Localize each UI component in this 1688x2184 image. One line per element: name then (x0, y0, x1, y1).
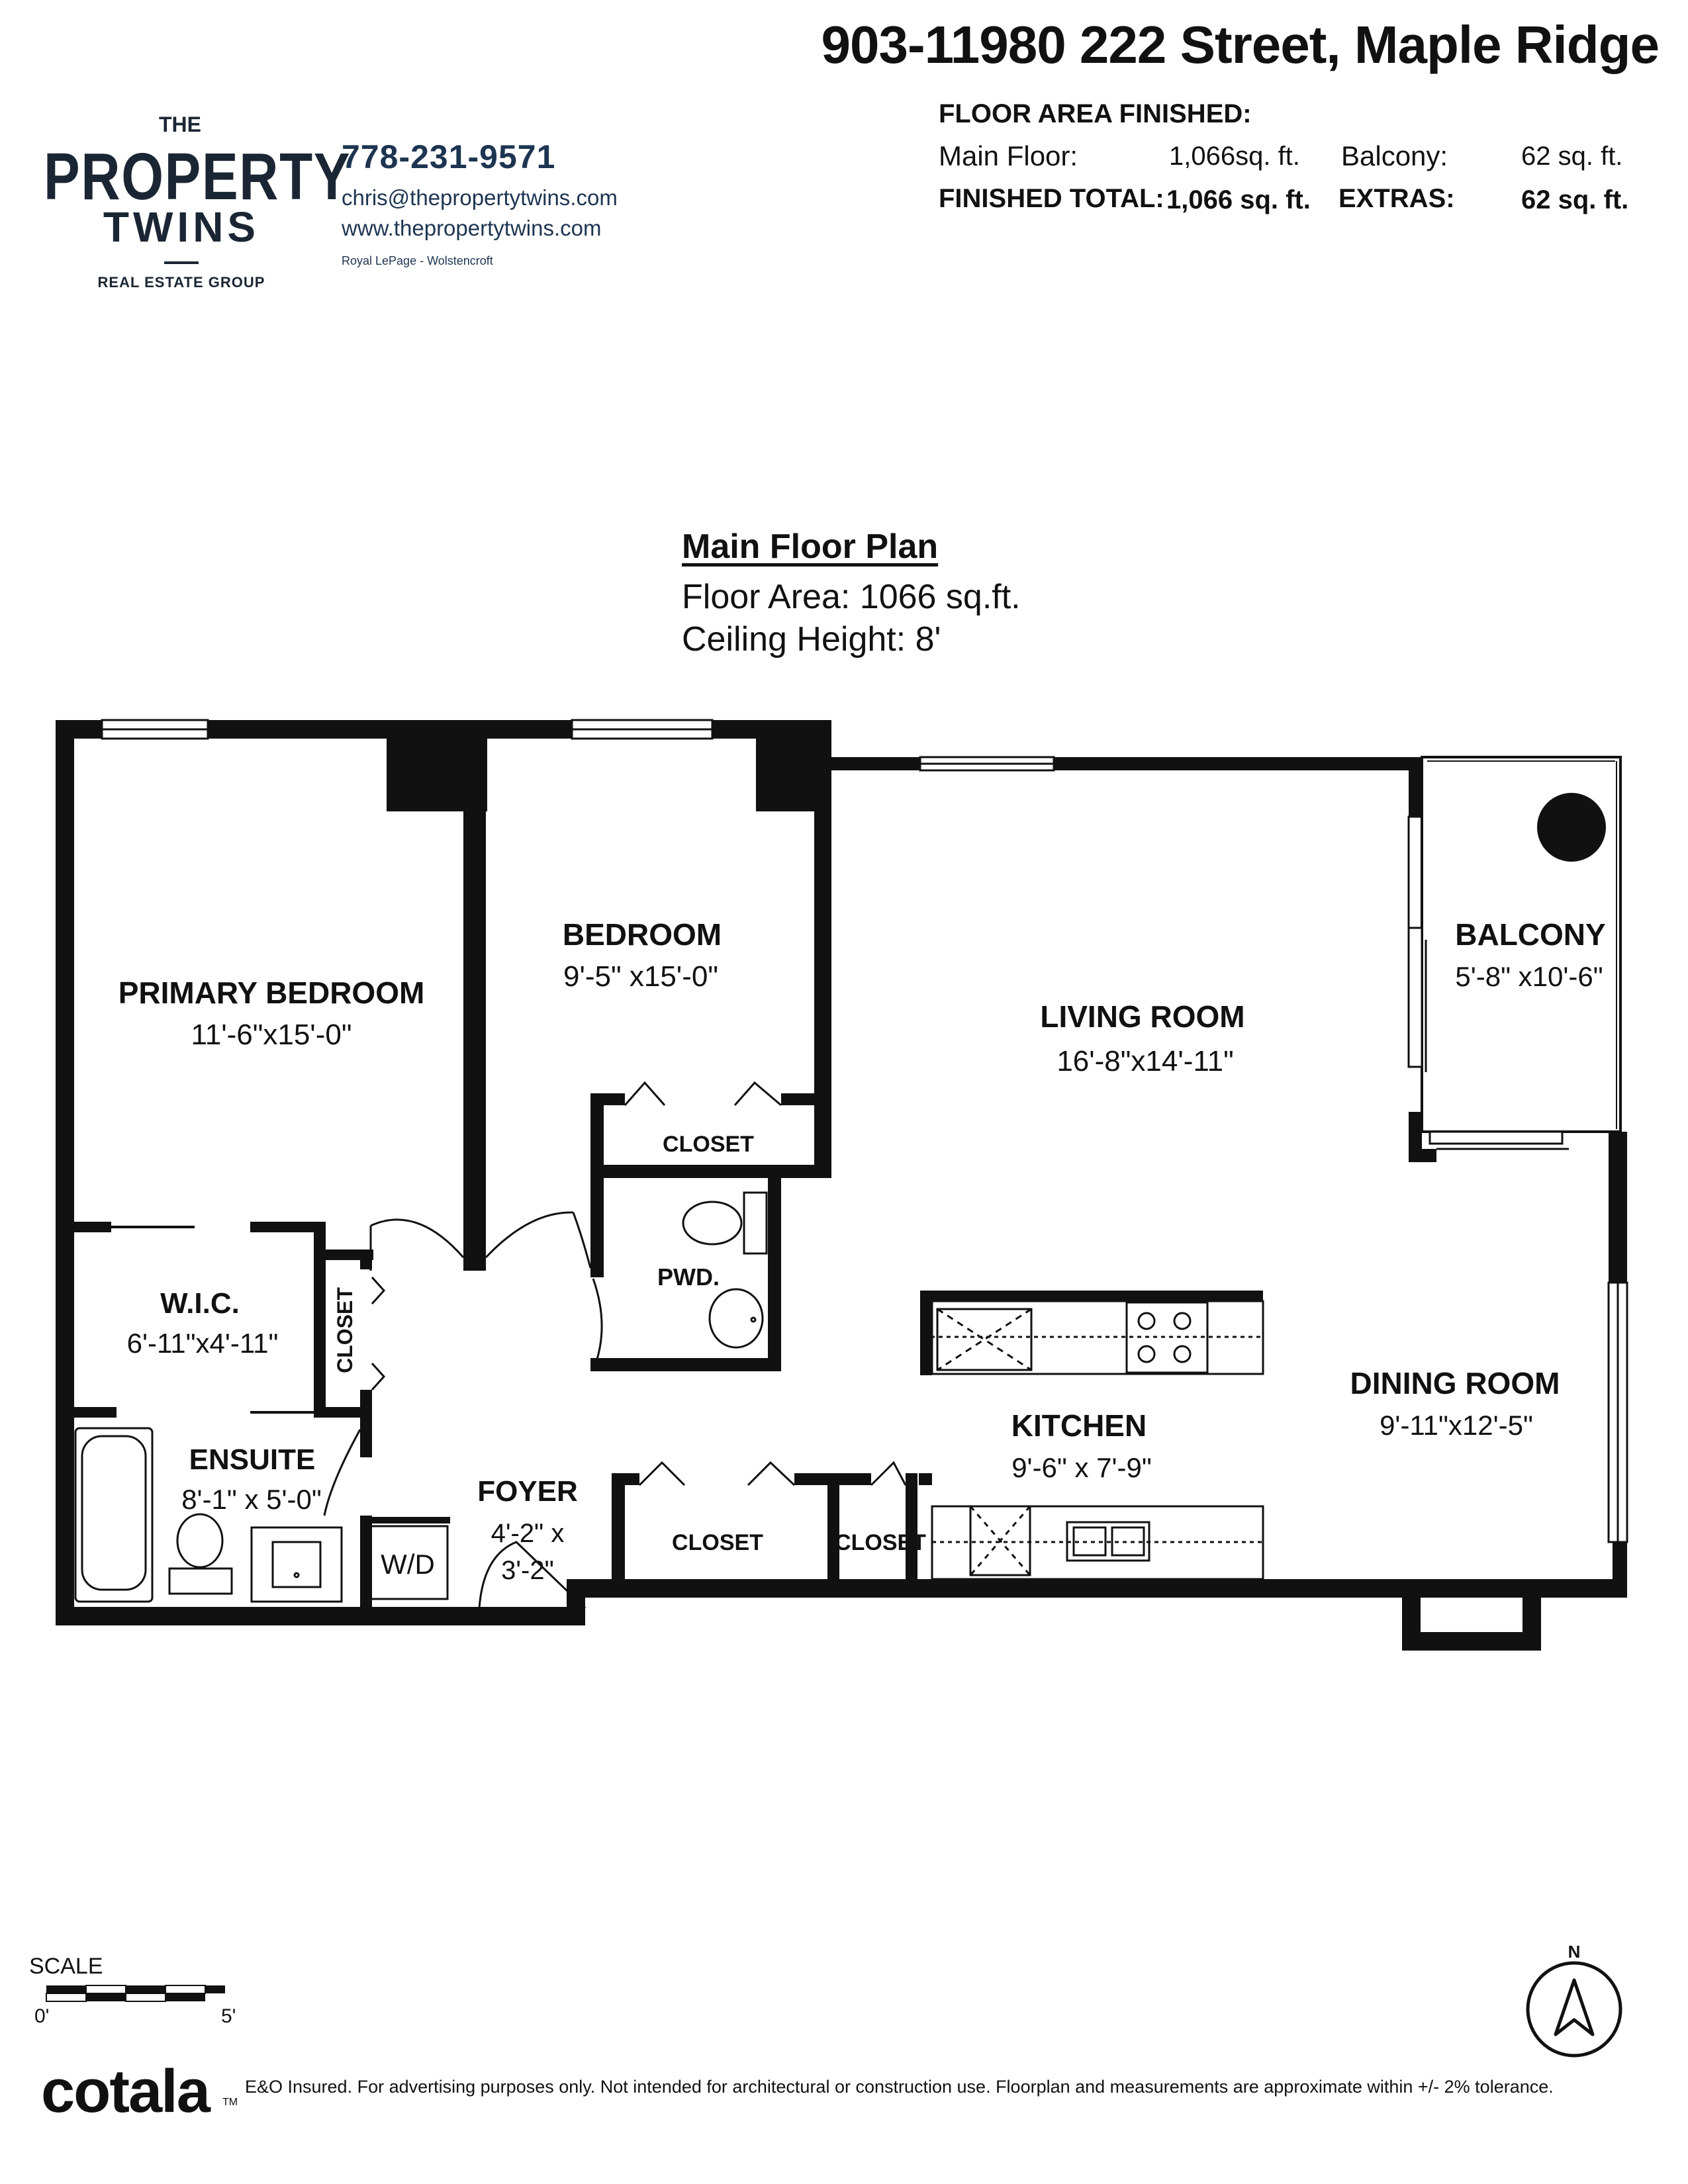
brokerage-name: Royal LePage - Wolstencroft (342, 254, 493, 267)
cooktop-icon (1125, 1301, 1209, 1374)
finished-total-label: FINISHED TOTAL: (939, 184, 1164, 213)
room-name-primary-bedroom: PRIMARY BEDROOM (118, 976, 425, 1010)
main-floor-value: 1,066sq. ft. (1169, 142, 1300, 171)
plan-ceiling-height: Ceiling Height: 8' (682, 620, 941, 659)
room-dims-primary-bedroom: 11'-6"x15'-0" (191, 1019, 352, 1051)
room-name-dining-room: DINING ROOM (1350, 1366, 1560, 1400)
room-name-bedroom: BEDROOM (563, 917, 722, 952)
logo-the: THE (159, 113, 201, 136)
closet-foyer-1-label: CLOSET (672, 1530, 763, 1555)
exterior-walls (56, 720, 1627, 1651)
room-dims-ensuite: 8'-1" x 5'-0" (181, 1484, 322, 1515)
compass-icon (1526, 1961, 1622, 2058)
closet-hall-label: CLOSET (333, 1287, 357, 1373)
wd-label: W/D (381, 1549, 435, 1580)
plan-floor-area: Floor Area: 1066 sq.ft. (682, 578, 1021, 616)
balcony-value: 62 sq. ft. (1521, 142, 1623, 171)
closet-foyer-2-label: CLOSET (835, 1530, 926, 1555)
washer-dryer-icon (367, 1525, 449, 1600)
logo-twins: TWINS (103, 203, 260, 251)
dishwasher-icon (969, 1505, 1031, 1576)
room-name-ensuite: ENSUITE (189, 1443, 316, 1476)
agent-email: chris@thepropertytwins.com (342, 185, 618, 210)
extras-value: 62 sq. ft. (1521, 185, 1629, 214)
fixtures (74, 1191, 1264, 1603)
logo-group: REAL ESTATE GROUP (97, 274, 265, 291)
scale-end: 5' (221, 2005, 236, 2027)
room-name-balcony: BALCONY (1455, 917, 1605, 952)
balcony-planter-icon (1537, 793, 1606, 862)
interior-walls (74, 1093, 1263, 1608)
room-name-living-room: LIVING ROOM (1040, 999, 1244, 1034)
doors (111, 1081, 907, 1610)
scale-label: SCALE (29, 1954, 103, 1979)
room-name-foyer: FOYER (477, 1475, 578, 1508)
compass-north-label: N (1568, 1942, 1581, 1962)
ensuite-toilet-icon (168, 1567, 233, 1595)
finished-total-value: 1,066 sq. ft. (1166, 185, 1311, 214)
powder-toilet-icon (743, 1191, 768, 1255)
room-dims-balcony: 5'-8" x10'-6" (1455, 961, 1603, 992)
balcony-label: Balcony: (1341, 140, 1448, 171)
scale-start: 0' (34, 2005, 50, 2027)
plan-title: Main Floor Plan (682, 527, 939, 566)
room-dims-living-room: 16'-8"x14'-11" (1056, 1045, 1233, 1077)
room-dims-foyer-1: 4'-2" x (491, 1519, 565, 1548)
room-dims-kitchen: 9'-6" x 7'-9" (1011, 1452, 1152, 1483)
room-dims-wic: 6'-11"x4'-11" (127, 1328, 279, 1359)
scale-bar (46, 1985, 225, 2002)
fridge-icon (936, 1308, 1033, 1371)
closet-bedroom-label: CLOSET (663, 1132, 754, 1157)
agent-phone: 778-231-9571 (342, 138, 556, 175)
room-dims-foyer-2: 3'-2" (501, 1556, 554, 1585)
agent-website: www.thepropertytwins.com (342, 216, 602, 240)
cotala-logo: cotala (41, 2058, 211, 2125)
extras-label: EXTRAS: (1338, 184, 1455, 213)
disclaimer-text: E&O Insured. For advertising purposes on… (245, 2077, 1554, 2097)
room-labels: PRIMARY BEDROOM 11'-6"x15'-0" BEDROOM 9'… (118, 917, 1606, 1585)
balcony-outline (1407, 756, 1622, 1150)
floor-area-heading: FLOOR AREA FINISHED: (939, 99, 1252, 128)
room-dims-bedroom: 9'-5" x15'-0" (563, 960, 718, 993)
pwd-label: PWD. (657, 1263, 720, 1291)
room-name-kitchen: KITCHEN (1011, 1408, 1147, 1443)
room-name-wic: W.I.C. (160, 1287, 240, 1320)
logo-divider (164, 261, 199, 264)
room-dims-dining-room: 9'-11"x12'-5" (1380, 1410, 1533, 1441)
windows (101, 719, 1628, 1543)
kitchen-sink-icon (1066, 1521, 1150, 1562)
bathtub-icon (74, 1427, 154, 1603)
property-address: 903-11980 222 Street, Maple Ridge (821, 15, 1660, 74)
cotala-trademark: TM (222, 2097, 238, 2108)
logo-property: PROPERTY (44, 140, 352, 214)
main-floor-label: Main Floor: (939, 140, 1078, 171)
ensuite-vanity-icon (250, 1526, 343, 1603)
powder-sink-icon (708, 1288, 764, 1349)
